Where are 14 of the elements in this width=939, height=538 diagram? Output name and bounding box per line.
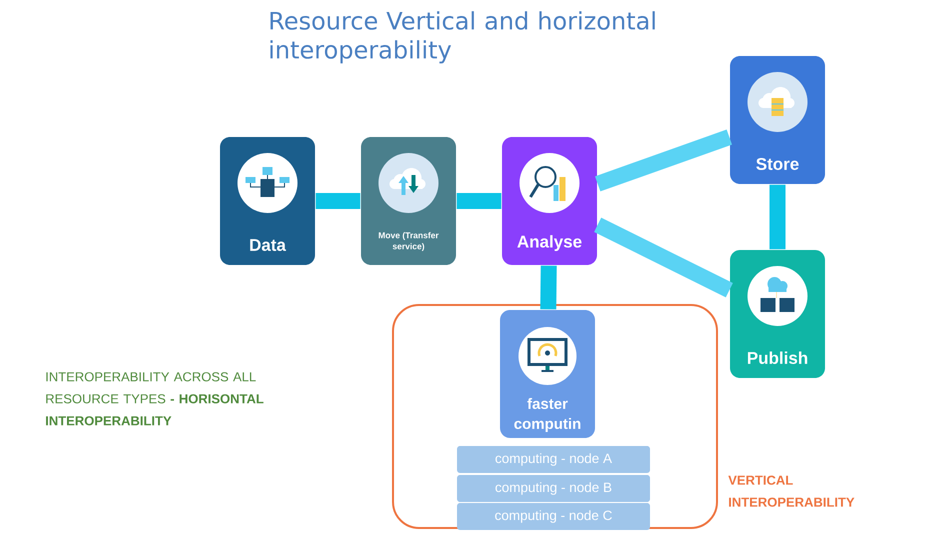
list-item: computing - node C xyxy=(457,503,650,530)
node-label: computing - node C xyxy=(495,510,612,523)
connector-bar xyxy=(456,193,502,209)
note-text: INTEROPERABILITY ACROSS ALL RESOURCE TYPES - HORISONTAL INTEROPERABILITY xyxy=(46,372,264,426)
connector-bar xyxy=(770,184,786,250)
title: Resource Vertical and horizontal interoperability xyxy=(270,11,655,64)
list-item: computing - node B xyxy=(457,475,650,502)
connector-bar xyxy=(316,193,360,209)
node-label: computing - node B xyxy=(496,482,612,495)
list-item: computing - node A xyxy=(457,446,650,473)
node-label: VERTICAL INTEROPERABILITY xyxy=(728,476,854,507)
connector-bar xyxy=(594,218,733,298)
connector-bar xyxy=(540,266,557,310)
connector-bar xyxy=(594,130,732,192)
